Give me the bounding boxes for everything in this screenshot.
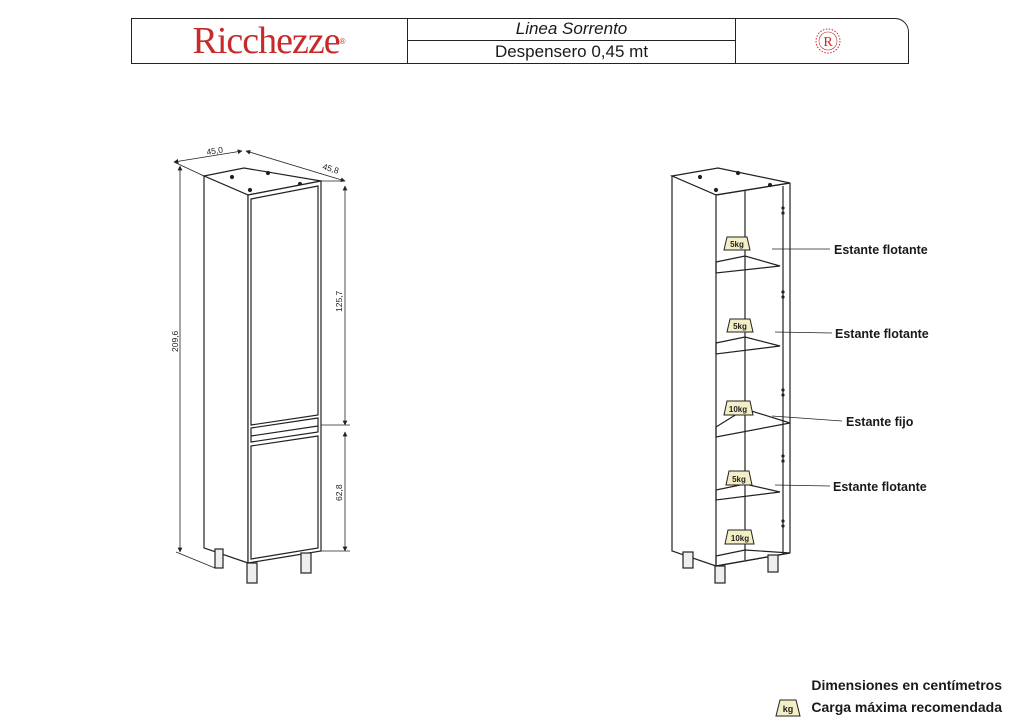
leader-lines [771, 248, 843, 487]
brand-name: Ricchezze [192, 20, 340, 62]
units-text: Dimensiones en centímetros [811, 677, 1002, 693]
shelf-label: Estante fijo [846, 415, 914, 429]
seal-letter: R [823, 35, 833, 50]
units-note: Dimensiones en centímetros [773, 674, 1002, 696]
brand-seal-icon: R [815, 28, 841, 54]
legend-badge-text: kg [783, 704, 794, 714]
brand-logo: Ricchezze® [131, 18, 407, 64]
dim-upper-door: 125,7 [334, 290, 344, 312]
load-badges [723, 236, 755, 545]
load-value: 10kg [729, 405, 747, 414]
dim-width: 45,0 [206, 144, 224, 157]
legend: Dimensiones en centímetros kg Carga máxi… [773, 674, 1002, 718]
weight-icon [724, 529, 755, 545]
load-value: 5kg [732, 475, 746, 484]
load-legend: kg Carga máxima recomendada [773, 696, 1002, 718]
title-info: Linea Sorrento Despensero 0,45 mt [407, 18, 736, 64]
weight-icon [723, 236, 751, 251]
load-value: 5kg [730, 240, 744, 249]
weight-icon: kg [775, 699, 801, 717]
weight-icon [725, 470, 753, 486]
weight-icon [726, 318, 754, 333]
brand-registered-mark: ® [339, 36, 346, 46]
product-line: Linea Sorrento [408, 18, 735, 41]
dim-depth: 45,8 [321, 161, 340, 175]
weight-icon [723, 400, 754, 416]
product-name: Despensero 0,45 mt [494, 42, 649, 61]
legend-text: Carga máxima recomendada [811, 699, 1002, 715]
title-block-frame [131, 18, 909, 64]
title-block: Ricchezze® Linea Sorrento Despensero 0,4… [131, 18, 909, 64]
dim-height: 209,6 [170, 330, 180, 352]
dimension-lines [173, 149, 350, 569]
dim-lower-door: 62,8 [334, 484, 344, 501]
closed-cabinet-view [201, 167, 322, 584]
open-cabinet-view [669, 167, 791, 584]
load-value: 5kg [733, 322, 747, 331]
shelf-label: Estante flotante [835, 327, 929, 341]
shelf-label: Estante flotante [833, 480, 927, 494]
shelf-label: Estante flotante [834, 243, 928, 257]
load-value: 10kg [731, 534, 749, 543]
